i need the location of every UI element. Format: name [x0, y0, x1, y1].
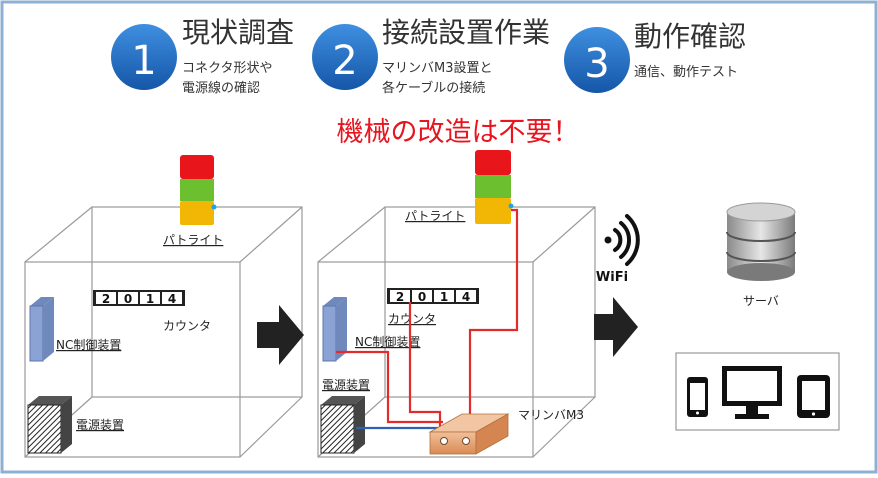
patlite-before-red: [180, 155, 214, 179]
counter-after-label: カウンタ: [388, 312, 436, 326]
step-3-desc-line1: 通信、動作テスト: [634, 65, 738, 80]
step-1-desc-line2: 電源線の確認: [182, 80, 260, 96]
counter-after-digit-1: 2: [396, 290, 404, 304]
patlite-after: [475, 150, 514, 224]
step-2-desc-line1: マリンバM3設置と: [382, 60, 493, 76]
cable-nc-red: [336, 350, 443, 424]
step-3: 3 動作確認 通信、動作テスト: [564, 20, 746, 93]
arrow-right-icon-2: [594, 297, 638, 357]
patlite-after-red: [475, 150, 511, 175]
patlite-before-yellow: [180, 201, 214, 225]
step-2-circle: [312, 24, 378, 90]
wifi-icon: [604, 214, 640, 266]
patlite-before-label: パトライト: [163, 233, 223, 247]
patlite-before-connector: [211, 204, 217, 210]
power-supply-after-label: 電源装置: [322, 378, 370, 392]
step-1: 1 現状調査 コネクタ形状や 電源線の確認: [111, 16, 294, 96]
counter-before-digit-4: 4: [168, 292, 176, 306]
power-supply-after: [320, 396, 365, 454]
patlite-before: [180, 155, 217, 225]
step-3-number: 3: [584, 41, 609, 87]
step-2-desc-line2: 各ケーブルの接続: [382, 80, 485, 96]
smartphone-icon: [687, 377, 708, 417]
counter-before: 2 0 1 4: [93, 290, 185, 306]
marimba-m3-device: [428, 413, 510, 455]
step-1-title: 現状調査: [182, 16, 294, 49]
machine-before-front-face: [24, 261, 241, 458]
step-1-number: 1: [131, 38, 156, 84]
patlite-after-label: パトライト: [405, 209, 465, 223]
step-3-title: 動作確認: [634, 20, 746, 53]
monitor-icon: [722, 366, 782, 419]
power-supply-before-label: 電源装置: [76, 418, 124, 432]
counter-after-digit-2: 0: [418, 290, 426, 304]
step-2-title: 接続設置作業: [382, 16, 550, 49]
server-database-icon: [726, 202, 796, 281]
cable-patlite-red: [468, 208, 519, 430]
patlite-before-green: [180, 179, 214, 201]
nc-controller-before-label: NC制御装置: [56, 337, 121, 352]
step-2: 2 接続設置作業 マリンバM3設置と 各ケーブルの接続: [312, 16, 550, 96]
step-1-desc-line1: コネクタ形状や: [182, 61, 272, 76]
arrow-right-icon: [257, 305, 304, 365]
nc-controller-after-label: NC制御装置: [355, 334, 420, 349]
machine-after-front-face: [317, 261, 534, 458]
counter-before-digit-3: 1: [146, 292, 154, 306]
counter-before-label: カウンタ: [163, 319, 211, 333]
counter-before-digit-2: 0: [124, 292, 132, 306]
patlite-after-green: [475, 175, 511, 198]
cables: [336, 208, 519, 430]
counter-after-digit-4: 4: [462, 290, 470, 304]
headline: 機械の改造は不要！: [337, 117, 580, 148]
counter-after-digit-3: 1: [440, 290, 448, 304]
power-supply-before: [27, 396, 72, 454]
patlite-after-yellow: [475, 198, 511, 224]
counter-after: 2 0 1 4: [387, 288, 479, 304]
cable-counter-red: [408, 302, 442, 430]
marimba-m3-label: マリンバM3: [518, 408, 584, 422]
patlite-after-connector: [508, 203, 514, 209]
step-2-number: 2: [332, 38, 357, 84]
server-label: サーバ: [743, 294, 779, 308]
step-1-circle: [111, 24, 177, 90]
wifi-label: WiFi: [596, 270, 628, 285]
nc-controller-before: [29, 297, 54, 362]
tablet-icon: [797, 375, 830, 418]
step-3-circle: [564, 27, 630, 93]
counter-before-digit-1: 2: [102, 292, 110, 306]
nc-controller-after: [322, 297, 347, 362]
